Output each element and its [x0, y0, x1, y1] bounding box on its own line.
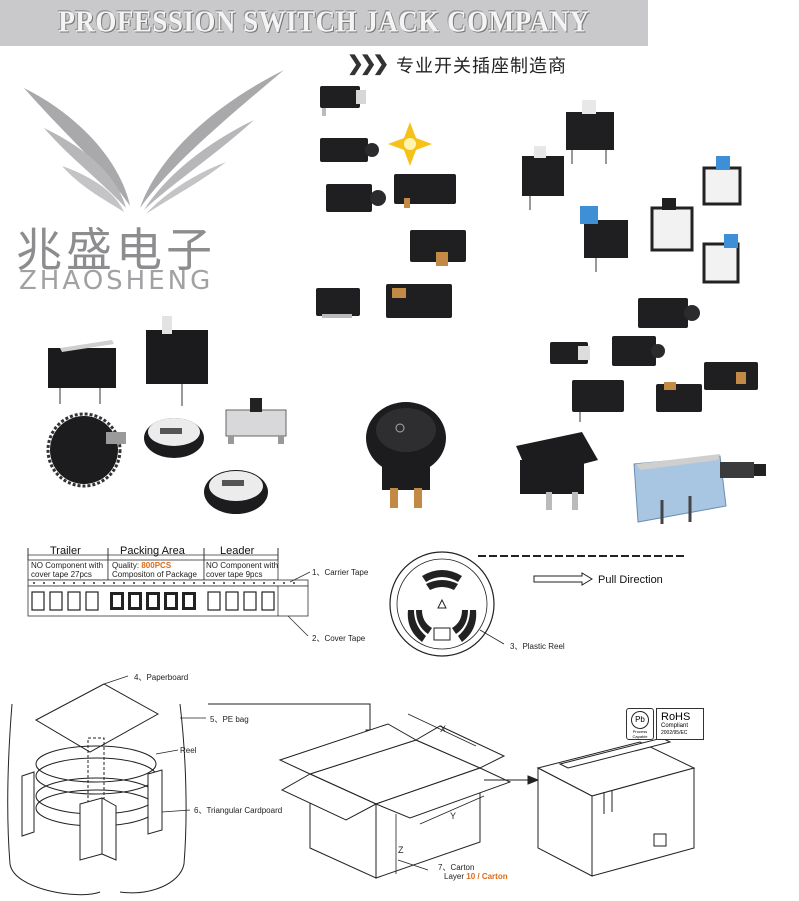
leader-note-line1: NO Component with — [206, 561, 279, 570]
carton-layer-value: 10 / Carton — [466, 872, 508, 881]
carton-label: 7、Carton — [438, 863, 475, 872]
pe-bag-label: 5、PE bag — [210, 715, 249, 724]
company-title: PROFESSION SWITCH JACK COMPANY — [58, 3, 590, 39]
dimension-y-label: Y — [450, 811, 457, 821]
tape-section-trailer: Trailer — [50, 545, 81, 557]
trailer-note-line2: cover tape 27pcs — [31, 570, 92, 579]
rohs-title: RoHS — [661, 711, 691, 723]
packing-composition: Compositon of Package — [112, 570, 197, 579]
pb-caption-line2: Capable — [632, 734, 648, 739]
triangular-cardboard-label: 6、Triangular Cardpoard — [194, 806, 283, 815]
chevron-right-icon: ❯❯❯ — [347, 53, 389, 75]
plastic-reel-label: 3、Plastic Reel — [510, 642, 565, 651]
pb-free-badge: Pb Process Capable — [626, 708, 654, 740]
sparkle-icon — [388, 122, 432, 166]
packing-quality-value: 800PCS — [141, 561, 172, 570]
push-switch-group — [522, 100, 742, 284]
reel-label: Reel — [180, 746, 197, 755]
packing-quality: Quality: 800PCS — [112, 561, 171, 570]
pull-direction-label: Pull Direction — [598, 574, 663, 586]
rectangular-rocker-switch — [516, 432, 598, 510]
transparent-push-switch — [633, 454, 766, 524]
pb-symbol: Pb — [631, 711, 649, 729]
dimension-z-label: Z — [398, 845, 404, 855]
dimension-x-label: X — [440, 724, 447, 734]
carton-layer: Layer 10 / Carton — [444, 872, 508, 881]
company-subtitle: 专业开关插座制造商 — [396, 56, 567, 77]
carton-layer-label: Layer — [444, 872, 465, 881]
brand-name-cn: 兆盛电子 — [16, 223, 216, 277]
rohs-directive: 2002/95/EC — [661, 730, 688, 736]
carrier-tape-label: 1、Carrier Tape — [312, 568, 369, 577]
rohs-badge: RoHS Compliant 2002/95/EC — [656, 708, 704, 740]
packing-quality-label: Quality: — [112, 561, 140, 570]
rotary-wheel — [46, 412, 126, 488]
micro-switch — [48, 340, 116, 404]
tape-section-packing-area: Packing Area — [120, 545, 185, 557]
plastic-reel-diagram — [389, 551, 686, 657]
cover-tape-label: 2、Cover Tape — [312, 634, 366, 643]
brand-name-en: ZHAOSHENG — [19, 266, 214, 296]
detector-switch-2 — [204, 470, 268, 514]
detector-switch-1 — [144, 418, 204, 458]
paperboard-label: 4、Paperboard — [134, 673, 189, 682]
trailer-note-line1: NO Component with — [31, 561, 104, 570]
wings-logo-icon — [24, 70, 284, 214]
packaging-diagram — [7, 675, 696, 896]
rohs-compliant: Compliant — [661, 723, 689, 729]
pb-caption-line1: Process — [632, 729, 648, 734]
audio-jack-group-right — [550, 298, 758, 422]
tape-section-leader: Leader — [220, 545, 255, 557]
product-collage — [46, 86, 766, 524]
tact-switch — [225, 398, 287, 444]
audio-jack-group-top — [316, 86, 466, 318]
header-banner — [0, 0, 648, 46]
round-rocker-switch — [366, 402, 446, 508]
tape-diagram — [27, 548, 311, 637]
leader-note-line2: cover tape 9pcs — [206, 570, 263, 579]
slide-switch — [146, 316, 208, 406]
